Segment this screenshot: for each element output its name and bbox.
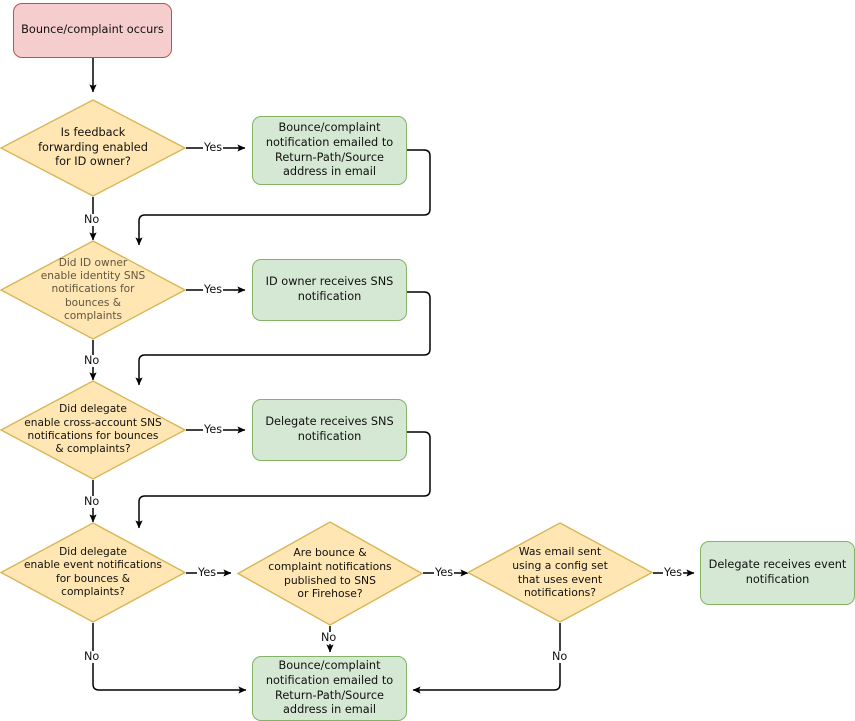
edge-label-d2-no: No — [83, 354, 101, 367]
diamond-shape — [237, 521, 423, 626]
node-result-email-notification-bottom[interactable]: Bounce/complaint notification emailed to… — [252, 656, 407, 721]
edge-label-d4-no: No — [83, 650, 101, 663]
edge-label-d1-yes: Yes — [203, 141, 224, 154]
diamond-shape — [0, 522, 186, 623]
edge-label-d3-yes: Yes — [203, 423, 224, 436]
node-decision-published-sns-firehose-label: Are bounce & complaint notifications pub… — [268, 546, 392, 601]
node-decision-event-notifications[interactable]: Did delegate enable event notifications … — [0, 522, 186, 623]
node-result-id-owner-sns[interactable]: ID owner receives SNS notification — [252, 259, 407, 321]
node-result-delegate-sns-label: Delegate receives SNS notification — [265, 415, 394, 443]
diamond-shape — [0, 380, 186, 480]
edge-label-d1-no: No — [83, 213, 101, 226]
node-result-delegate-event[interactable]: Delegate receives event notification — [700, 541, 855, 605]
node-decision-cross-account-sns-label: Did delegate enable cross-account SNS no… — [24, 403, 162, 456]
node-decision-cross-account-sns[interactable]: Did delegate enable cross-account SNS no… — [0, 380, 186, 480]
node-start[interactable]: Bounce/complaint occurs — [13, 3, 172, 58]
node-decision-identity-sns-label: Did ID owner enable identity SNS notific… — [40, 256, 146, 322]
node-decision-feedback-forwarding-label: Is feedback forwarding enabled for ID ow… — [38, 126, 148, 169]
edge-label-d4-yes: Yes — [197, 566, 218, 579]
diamond-shape — [0, 99, 186, 197]
node-decision-published-sns-firehose[interactable]: Are bounce & complaint notifications pub… — [237, 521, 423, 626]
edge-label-d3-no: No — [83, 495, 101, 508]
edge-label-d6-yes: Yes — [663, 566, 684, 579]
node-result-email-notification-top[interactable]: Bounce/complaint notification emailed to… — [252, 116, 407, 185]
node-decision-config-set[interactable]: Was email sent using a config set that u… — [467, 522, 653, 623]
diamond-shape — [467, 522, 653, 623]
edge-d6-no-to-r5 — [412, 623, 561, 694]
edge-label-d5-yes: Yes — [434, 566, 455, 579]
edge-label-d6-no: No — [551, 650, 569, 663]
node-decision-identity-sns[interactable]: Did ID owner enable identity SNS notific… — [0, 240, 186, 340]
diamond-shape — [0, 240, 186, 340]
node-decision-event-notifications-label: Did delegate enable event notifications … — [24, 545, 162, 598]
node-result-id-owner-sns-label: ID owner receives SNS notification — [265, 275, 394, 303]
node-result-email-notification-bottom-label: Bounce/complaint notification emailed to… — [265, 659, 394, 717]
node-result-email-notification-top-label: Bounce/complaint notification emailed to… — [265, 121, 394, 179]
node-decision-config-set-label: Was email sent using a config set that u… — [512, 545, 608, 600]
edge-d4-no-to-r5 — [92, 623, 247, 694]
node-result-delegate-event-label: Delegate receives event notification — [708, 558, 847, 586]
node-start-label: Bounce/complaint occurs — [21, 23, 164, 37]
node-result-delegate-sns[interactable]: Delegate receives SNS notification — [252, 399, 407, 461]
edge-label-d2-yes: Yes — [203, 283, 224, 296]
edge-label-d5-no: No — [320, 631, 338, 644]
node-decision-feedback-forwarding[interactable]: Is feedback forwarding enabled for ID ow… — [0, 99, 186, 197]
